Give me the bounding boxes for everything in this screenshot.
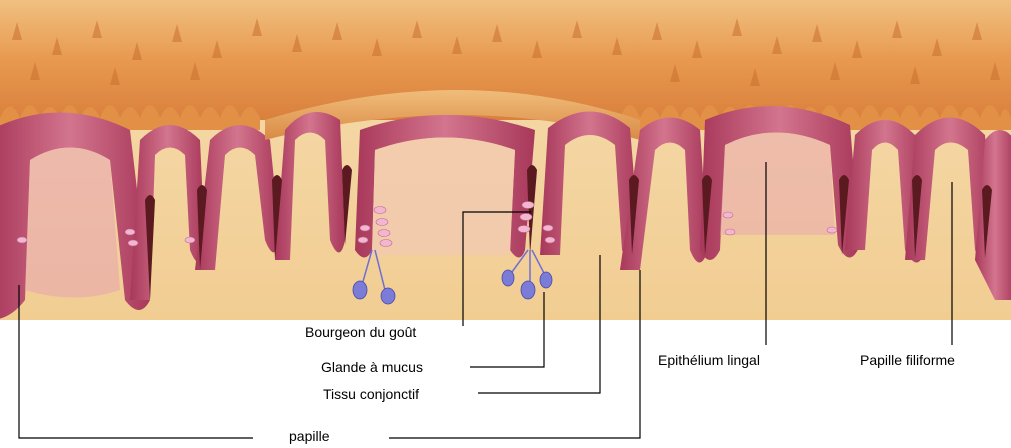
label-papille-filiforme: Papille filiforme bbox=[860, 352, 955, 368]
label-tissu-conjonctif: Tissu conjonctif bbox=[323, 386, 419, 402]
label-glande-a-mucus: Glande à mucus bbox=[321, 359, 423, 375]
label-bourgeon-du-gout: Bourgeon du goût bbox=[305, 324, 416, 340]
label-papille: papille bbox=[289, 428, 329, 444]
label-epithelium-lingal: Epithélium lingal bbox=[658, 352, 760, 368]
